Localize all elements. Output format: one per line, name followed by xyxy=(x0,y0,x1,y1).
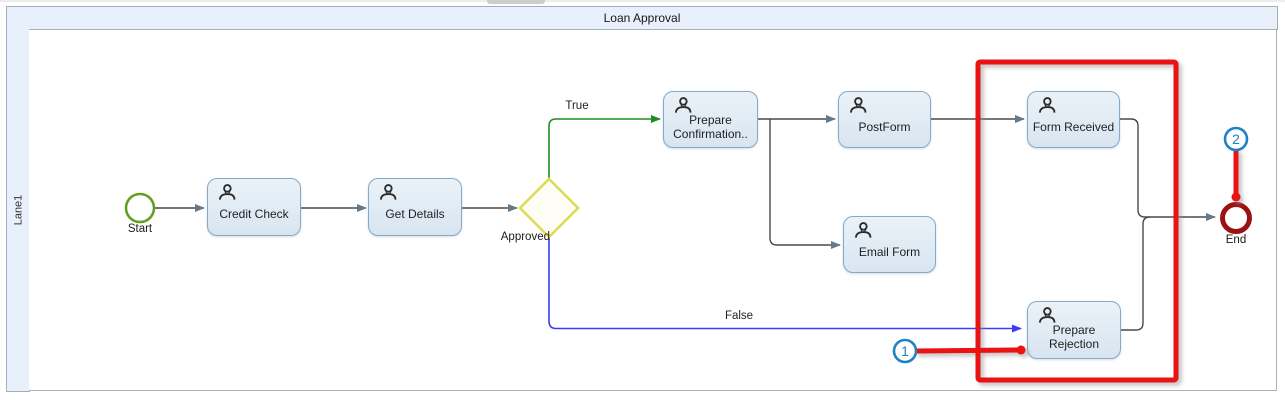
marker2-badge xyxy=(1223,126,1249,152)
flow-label-false: False xyxy=(725,310,753,322)
marker2-pointer-dot xyxy=(1231,192,1241,202)
task-prepare-rejection[interactable]: Prepare Rejection xyxy=(1027,301,1121,359)
pool-title: Loan Approval xyxy=(603,11,681,25)
toolbar-fragment xyxy=(487,0,545,4)
flow-false-to-prepare-rejection[interactable] xyxy=(548,237,1022,333)
task-form-received[interactable]: Form Received xyxy=(1027,91,1120,148)
task-credit-check[interactable]: Credit Check xyxy=(207,178,301,236)
task-label: Form Received xyxy=(1032,119,1115,134)
task-label: Get Details xyxy=(385,207,445,222)
start-event-label: Start xyxy=(128,223,153,235)
marker2-number: 2 xyxy=(1232,131,1240,147)
flow-true-to-prepare-confirmation[interactable] xyxy=(548,115,661,179)
end-event[interactable] xyxy=(1220,202,1252,234)
start-event[interactable] xyxy=(124,192,156,224)
task-label: Credit Check xyxy=(219,207,289,222)
task-label: Email Form xyxy=(858,244,921,259)
task-label: Prepare Confirmation.. xyxy=(673,112,748,141)
end-event-label: End xyxy=(1226,234,1246,246)
task-postform[interactable]: PostForm xyxy=(838,91,931,148)
top-edge-divider xyxy=(0,0,1285,2)
flow-prepare-rejection-to-end[interactable] xyxy=(1121,216,1151,331)
task-email-form[interactable]: Email Form xyxy=(843,216,936,273)
task-get-details[interactable]: Get Details xyxy=(368,178,462,236)
task-label: PostForm xyxy=(858,119,911,134)
marker1-number: 1 xyxy=(901,343,909,359)
gateway-approved[interactable] xyxy=(518,177,580,239)
task-prepare-confirmation[interactable]: Prepare Confirmation.. xyxy=(663,91,758,148)
highlight-rectangle xyxy=(975,59,1179,383)
flow-form-received-to-end[interactable] xyxy=(1120,118,1216,221)
flow-label-true: True xyxy=(565,100,588,112)
task-label: Prepare Rejection xyxy=(1048,323,1100,351)
flow-prepare-confirmation-to-email-form[interactable] xyxy=(769,119,841,249)
marker1-pointer-dot xyxy=(1016,345,1026,355)
marker1-badge xyxy=(892,338,918,364)
gateway-label: Approved xyxy=(501,231,550,243)
marker1-pointer-line xyxy=(914,347,1020,354)
